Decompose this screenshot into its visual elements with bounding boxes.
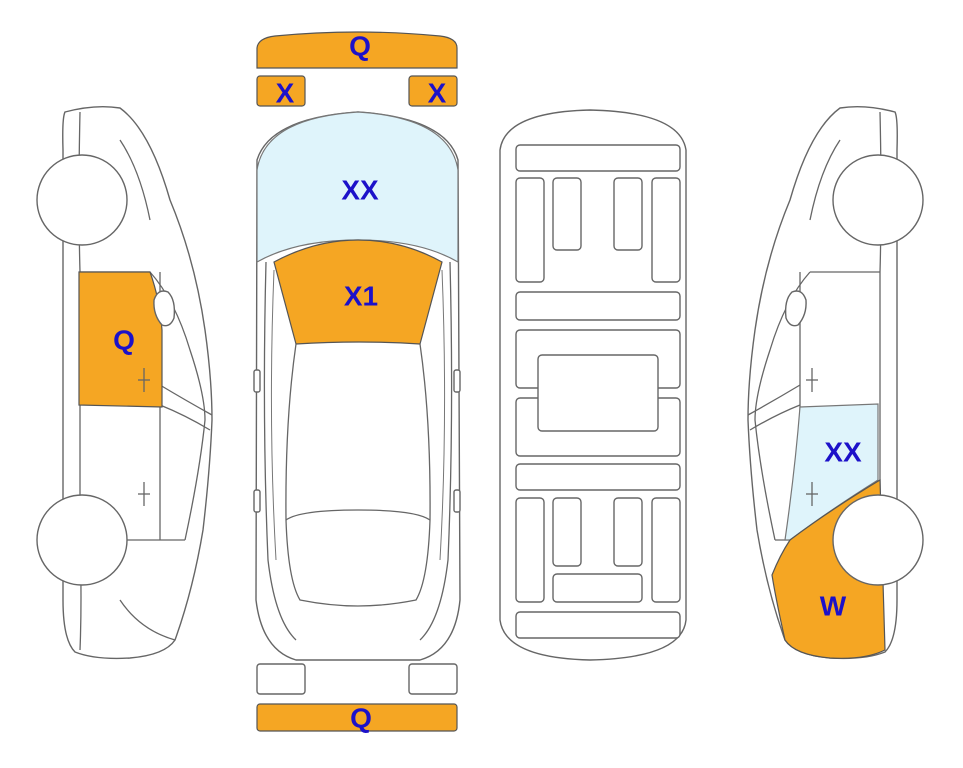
right-rear-quarter-label: W	[820, 591, 847, 622]
right-mirror	[784, 290, 807, 327]
headlight-right-label: X	[428, 78, 447, 109]
top-left-mirror	[253, 369, 261, 393]
rear-bumper-damage	[256, 703, 458, 732]
headlight-left-label: X	[276, 78, 295, 109]
left-front-wheel	[36, 154, 128, 246]
taillight-left	[256, 663, 306, 695]
right-rear-door-handle	[806, 482, 818, 506]
rear-bumper-label: Q	[350, 703, 372, 734]
right-side-view: XX W	[747, 105, 924, 660]
windshield-damage	[273, 239, 443, 345]
front-bumper-damage	[256, 31, 458, 69]
right-rear-wheel	[832, 494, 924, 586]
underside-view	[499, 109, 687, 661]
hood-label: XX	[341, 175, 379, 206]
right-front-wheel	[832, 154, 924, 246]
hood-damage	[256, 111, 459, 264]
left-rear-door-handle	[138, 482, 150, 506]
left-front-door-handle	[138, 368, 150, 392]
windshield-label: X1	[344, 281, 378, 312]
headlight-right-damage	[408, 75, 458, 107]
top-view: Q X X XX X1 Q	[253, 31, 461, 734]
top-right-mirror	[453, 369, 461, 393]
left-front-door-label: Q	[113, 325, 135, 356]
right-front-door-handle	[806, 368, 818, 392]
front-bumper-label: Q	[349, 31, 371, 62]
headlight-left-damage	[256, 75, 306, 107]
left-rear-wheel	[36, 494, 128, 586]
left-side-view: Q	[36, 105, 213, 660]
left-mirror	[153, 290, 176, 327]
taillight-right	[408, 663, 458, 695]
right-rear-door-label: XX	[824, 437, 862, 468]
